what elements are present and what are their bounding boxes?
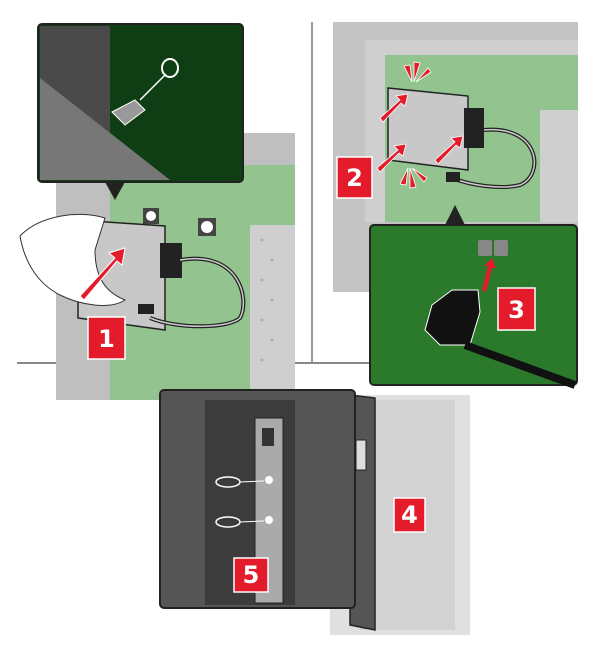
svg-text:2: 2: [346, 164, 363, 192]
panel-step-1: 1: [19, 23, 295, 400]
step-2-badge: 2: [336, 156, 373, 199]
step-3-badge: 3: [497, 287, 536, 331]
panel-step-2: 2 3: [333, 22, 578, 389]
svg-text:4: 4: [401, 501, 418, 529]
step-1-badge: 1: [87, 316, 126, 360]
panel-steps-4-5: 4 5: [159, 389, 470, 635]
svg-text:3: 3: [508, 296, 525, 324]
step-5-badge: 5: [233, 557, 269, 593]
step-4-badge: 4: [393, 497, 426, 533]
svg-text:5: 5: [243, 561, 260, 589]
svg-text:1: 1: [98, 325, 115, 353]
